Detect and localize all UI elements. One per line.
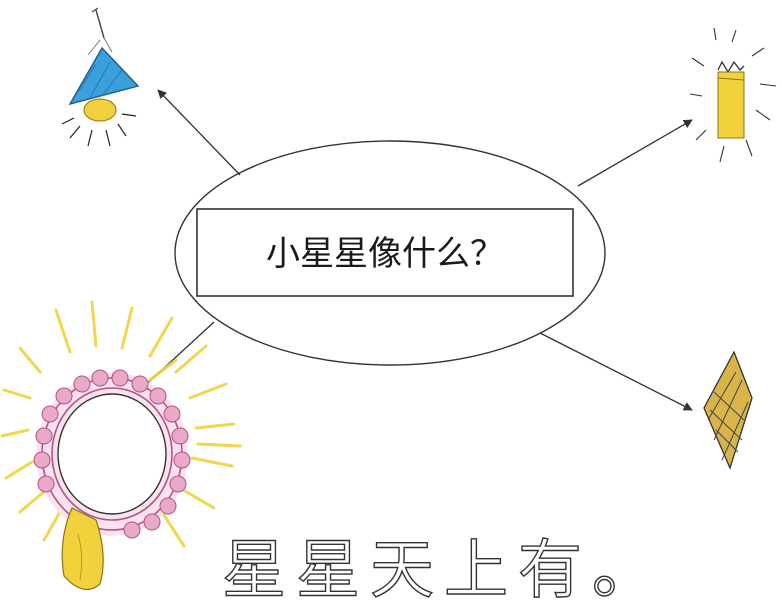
question-box xyxy=(196,208,574,297)
sun-icon xyxy=(0,300,242,591)
arrow-to-candle xyxy=(577,119,693,187)
arrow-to-crystal xyxy=(539,332,693,411)
question-title: 小星星像什么？ xyxy=(266,234,504,274)
diamond-crystal-icon xyxy=(703,350,753,470)
handwritten-caption: 星星天上有。 xyxy=(222,534,666,606)
desk-lamp-icon xyxy=(61,7,140,147)
arrow-to-lamp xyxy=(157,89,241,176)
center-ellipse xyxy=(174,140,606,366)
candle-icon xyxy=(689,27,777,163)
